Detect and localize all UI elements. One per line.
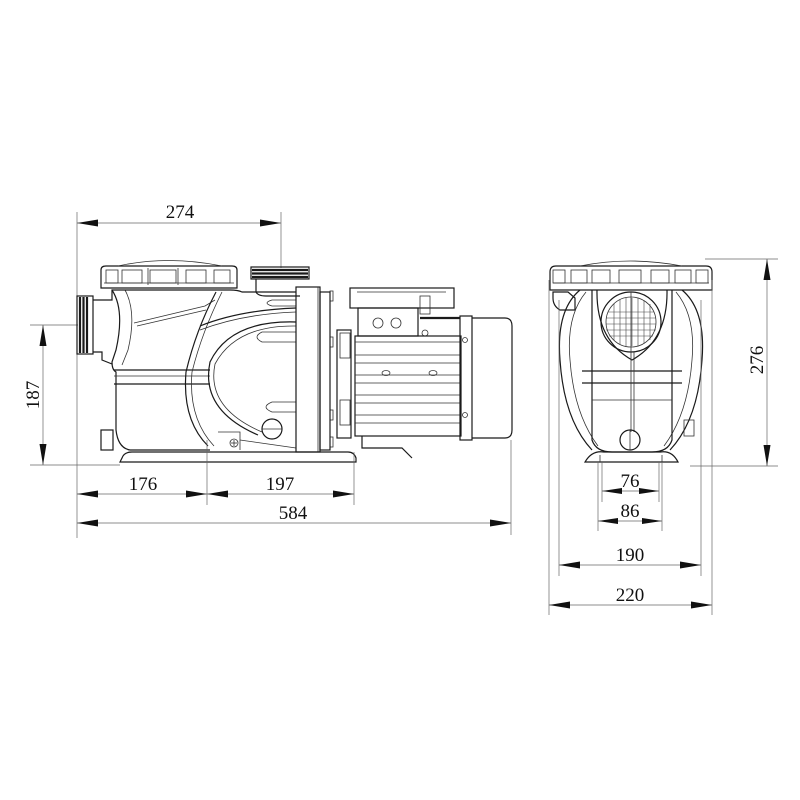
dimension-220: 220 xyxy=(548,280,713,615)
motor-flange xyxy=(295,286,334,453)
outlet-thread xyxy=(250,266,310,297)
dim-label-190: 190 xyxy=(616,545,645,566)
strainer-lid xyxy=(100,260,238,289)
dimension-187: 187 xyxy=(23,324,120,466)
front-side-port xyxy=(552,291,576,311)
front-view: 276 76 86 190 xyxy=(548,258,778,615)
side-view: 274 187 xyxy=(23,202,513,538)
inlet-thread xyxy=(76,289,120,365)
dimension-76: 76 xyxy=(601,462,660,502)
dimension-190: 190 xyxy=(558,300,702,576)
motor-fan-cover xyxy=(459,315,513,441)
dim-label-86: 86 xyxy=(621,501,640,522)
pump-housing xyxy=(100,289,297,451)
dim-label-176: 176 xyxy=(129,474,158,495)
dim-label-187: 187 xyxy=(23,381,44,410)
terminal-box xyxy=(349,287,460,337)
dim-label-584: 584 xyxy=(279,503,308,524)
dim-label-274: 274 xyxy=(166,202,195,223)
dimension-276: 276 xyxy=(690,258,778,467)
dim-label-276: 276 xyxy=(747,346,768,375)
base-plate xyxy=(119,451,357,463)
front-body xyxy=(558,289,704,463)
dim-label-197: 197 xyxy=(266,474,295,495)
dimension-274: 274 xyxy=(76,202,282,538)
dim-label-220: 220 xyxy=(616,585,645,606)
motor-adapter xyxy=(336,329,352,439)
dim-label-76: 76 xyxy=(621,471,640,492)
dimension-197: 197 xyxy=(207,452,355,505)
motor-body xyxy=(354,335,462,459)
dimension-176: 176 xyxy=(77,440,208,505)
front-lid xyxy=(549,260,713,291)
dimension-584: 584 xyxy=(77,440,512,535)
dimension-86: 86 xyxy=(597,462,663,531)
